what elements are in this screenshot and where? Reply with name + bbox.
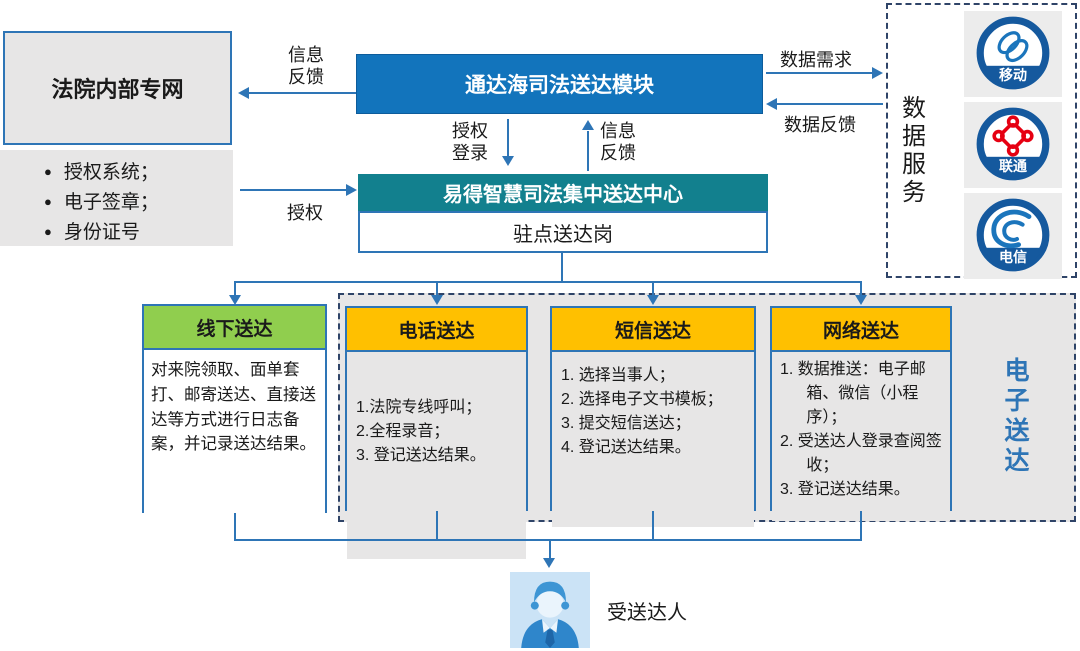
judicial-module-box: 通达海司法送达模块 (356, 54, 763, 114)
arrow-info-feedback-left (249, 92, 356, 94)
channel-sms-item: 3. 提交短信送达； (561, 415, 691, 432)
edge-label-data-request: 数据需求 (780, 50, 852, 70)
channel-sms-item: 4. 登记送达结果。 (561, 439, 691, 456)
channel-network-item: 2. 受送达人登录查阅签收； (780, 433, 942, 474)
auth-item: 电子签章； (44, 187, 229, 217)
provider-tile-unicom: 联通 (964, 102, 1062, 188)
arrowhead-network-icon (855, 295, 867, 305)
channel-sms-item: 1. 选择当事人； (561, 367, 675, 384)
arrowhead-authorize-icon (346, 184, 357, 196)
connector-hub-feed (561, 253, 563, 281)
data-services-title: 数据服务 (902, 95, 926, 206)
station-box: 驻点送达岗 (358, 211, 768, 253)
court-intranet-title: 法院内部专网 (51, 77, 184, 102)
channel-sms-body: 1. 选择当事人； 2. 选择电子文书模板； 3. 提交短信送达； 4. 登记送达结果… (552, 352, 754, 527)
arrow-auth-login (507, 119, 509, 157)
china-unicom-logo-icon (976, 107, 1050, 181)
connector-drop-network (860, 281, 862, 297)
channel-network-item: 3. 登记送达结果。 (780, 481, 910, 498)
edge-label-data-feedback: 数据反馈 (784, 115, 856, 135)
connector-drop-offline (234, 281, 236, 297)
edge-label-auth-login: 授权登录 (452, 121, 488, 163)
auth-items-panel: 授权系统；电子签章；身份证号 (0, 150, 233, 246)
edge-label-authorize: 授权 (287, 203, 323, 223)
connector-network-down (860, 511, 862, 541)
arrow-data-request (766, 72, 873, 74)
edge-label-info-feedback-left: 信息反馈 (288, 45, 324, 87)
arrowhead-data-feedback-icon (766, 98, 777, 110)
china-telecom-logo-icon (976, 198, 1050, 272)
edge-label-info-feedback-up: 信息反馈 (600, 121, 636, 163)
arrow-info-feedback-up (587, 131, 589, 171)
connector-offline-down (234, 513, 236, 541)
connector-collector (234, 539, 862, 541)
provider-label-unicom: 联通 (999, 158, 1027, 174)
channel-sms: 短信送达 1. 选择当事人； 2. 选择电子文书模板； 3. 提交短信送达； 4. 登… (550, 306, 756, 527)
connector-phone-down (436, 511, 438, 541)
arrowhead-info-feedback-left-icon (238, 87, 249, 99)
arrowhead-info-feedback-up-icon (582, 120, 594, 130)
station-label: 驻点送达岗 (513, 223, 613, 246)
provider-tile-mobile: 移动 (964, 11, 1062, 97)
provider-label-mobile: 移动 (999, 67, 1027, 83)
connector-sms-down (652, 511, 654, 541)
recipient-label: 受送达人 (607, 602, 687, 624)
provider-label-telecom: 电信 (999, 249, 1027, 265)
channel-sms-item: 2. 选择电子文书模板； (561, 391, 723, 408)
arrow-data-feedback (777, 103, 883, 105)
connector-distributor (234, 281, 862, 283)
delivery-center-title: 易得智慧司法集中送达中心 (443, 184, 683, 206)
connector-drop-sms (652, 281, 654, 297)
data-services-panel: 数据服务 移动 (886, 3, 1077, 279)
judicial-module-title: 通达海司法送达模块 (465, 74, 654, 97)
channel-offline: 线下送达 对来院领取、面单套打、邮寄送达、直接送达等方式进行日志备案，并记录送达… (142, 304, 327, 519)
channel-phone: 电话送达 1.法院专线呼叫； 2.全程录音； 3. 登记送达结果。 (345, 306, 528, 559)
arrow-authorize (240, 189, 347, 191)
connector-drop-phone (436, 281, 438, 297)
recipient-icon (510, 572, 590, 648)
channel-phone-item: 3. 登记送达结果。 (356, 447, 486, 464)
channel-offline-body: 对来院领取、面单套打、邮寄送达、直接送达等方式进行日志备案，并记录送达结果。 (144, 350, 325, 519)
arrowhead-recipient-icon (543, 558, 555, 568)
channel-phone-item: 1.法院专线呼叫； (356, 399, 482, 416)
channel-sms-title: 短信送达 (552, 308, 754, 352)
channel-network-body: 1. 数据推送：电子邮箱、微信（小程序）； 2. 受送达人登录查阅签收； 3. 登记… (772, 352, 950, 521)
channel-phone-item: 2.全程录音； (356, 423, 450, 440)
channel-network: 网络送达 1. 数据推送：电子邮箱、微信（小程序）； 2. 受送达人登录查阅签收；… (770, 306, 952, 521)
channel-network-item: 1. 数据推送：电子邮箱、微信（小程序）； (780, 361, 926, 426)
auth-item: 身份证号 (44, 217, 229, 247)
arrowhead-data-request-icon (872, 67, 883, 79)
arrowhead-offline-icon (229, 295, 241, 305)
court-intranet-box: 法院内部专网 (3, 31, 232, 145)
china-mobile-logo-icon (976, 16, 1050, 90)
provider-tile-telecom: 电信 (964, 193, 1062, 279)
person-icon (510, 572, 590, 648)
channel-phone-title: 电话送达 (347, 308, 526, 352)
arrowhead-sms-icon (647, 295, 659, 305)
delivery-center-box: 易得智慧司法集中送达中心 (358, 174, 768, 211)
channel-offline-title: 线下送达 (144, 306, 325, 350)
electronic-delivery-label: 电子送达 (1004, 357, 1030, 475)
auth-item: 授权系统； (44, 157, 229, 187)
connector-recipient-feed (549, 541, 551, 559)
arrowhead-phone-icon (431, 295, 443, 305)
arrowhead-auth-login-icon (502, 156, 514, 166)
channel-network-title: 网络送达 (772, 308, 950, 352)
